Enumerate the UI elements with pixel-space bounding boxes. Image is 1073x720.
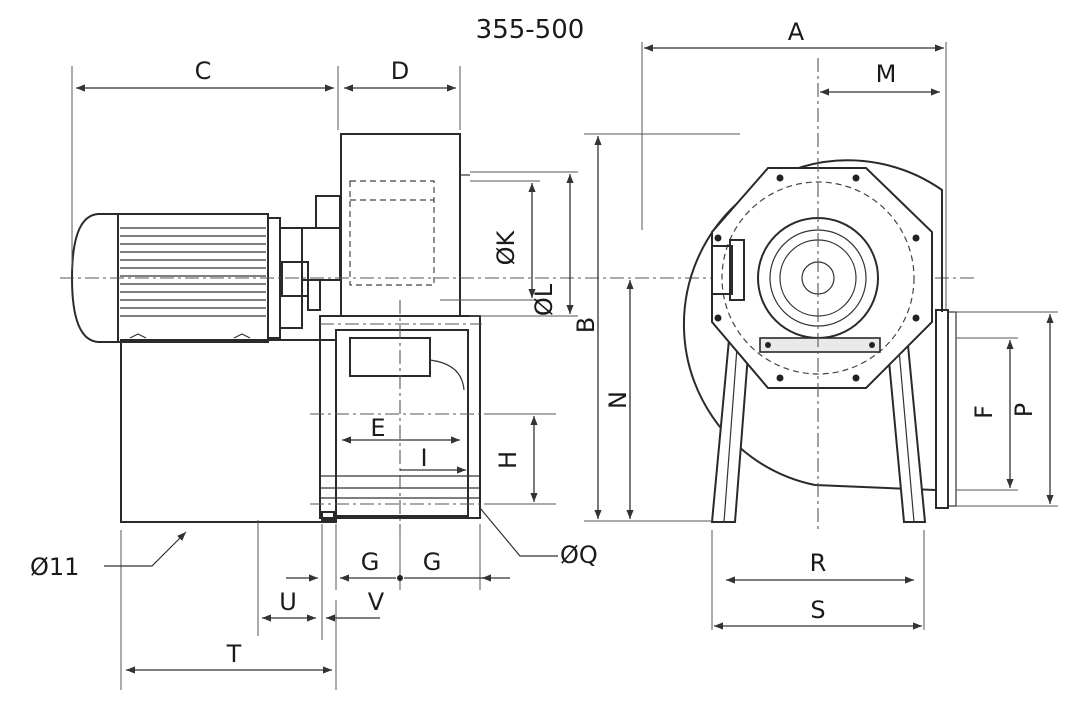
dim-label-l: ØL: [530, 283, 558, 316]
front-view: [682, 58, 957, 530]
dim-label-q: ØQ: [560, 541, 598, 569]
dim-label-p: P: [1010, 403, 1038, 417]
dim-label-s: S: [810, 596, 825, 624]
motor: [70, 195, 341, 343]
base-frame: [120, 339, 337, 523]
dim-label-g2: G: [423, 548, 442, 576]
housing-side: [340, 133, 461, 317]
dim-label-u: U: [279, 588, 297, 616]
dim-label-m: M: [876, 60, 897, 88]
dim-label-r: R: [810, 549, 827, 577]
outlet-flange: [935, 309, 949, 509]
dim-label-c: C: [195, 57, 212, 85]
dim-label-h: H: [494, 451, 522, 469]
dim-label-g1: G: [361, 548, 380, 576]
dim-label-t: T: [226, 640, 242, 668]
dim-label-e: E: [370, 414, 385, 442]
dim-label-f: F: [970, 405, 998, 419]
dim-label-a: A: [788, 18, 805, 46]
side-view: [60, 133, 975, 530]
drawing-title: 355-500: [476, 15, 585, 45]
dim-label-n: N: [604, 391, 632, 409]
dim-label-k: ØK: [492, 229, 520, 265]
dim-label-d: D: [391, 57, 409, 85]
dim-label-b: B: [572, 317, 600, 333]
hole-diameter-label: Ø11: [30, 553, 79, 581]
dim-label-v: V: [368, 588, 385, 616]
dim-label-i: I: [420, 444, 427, 472]
